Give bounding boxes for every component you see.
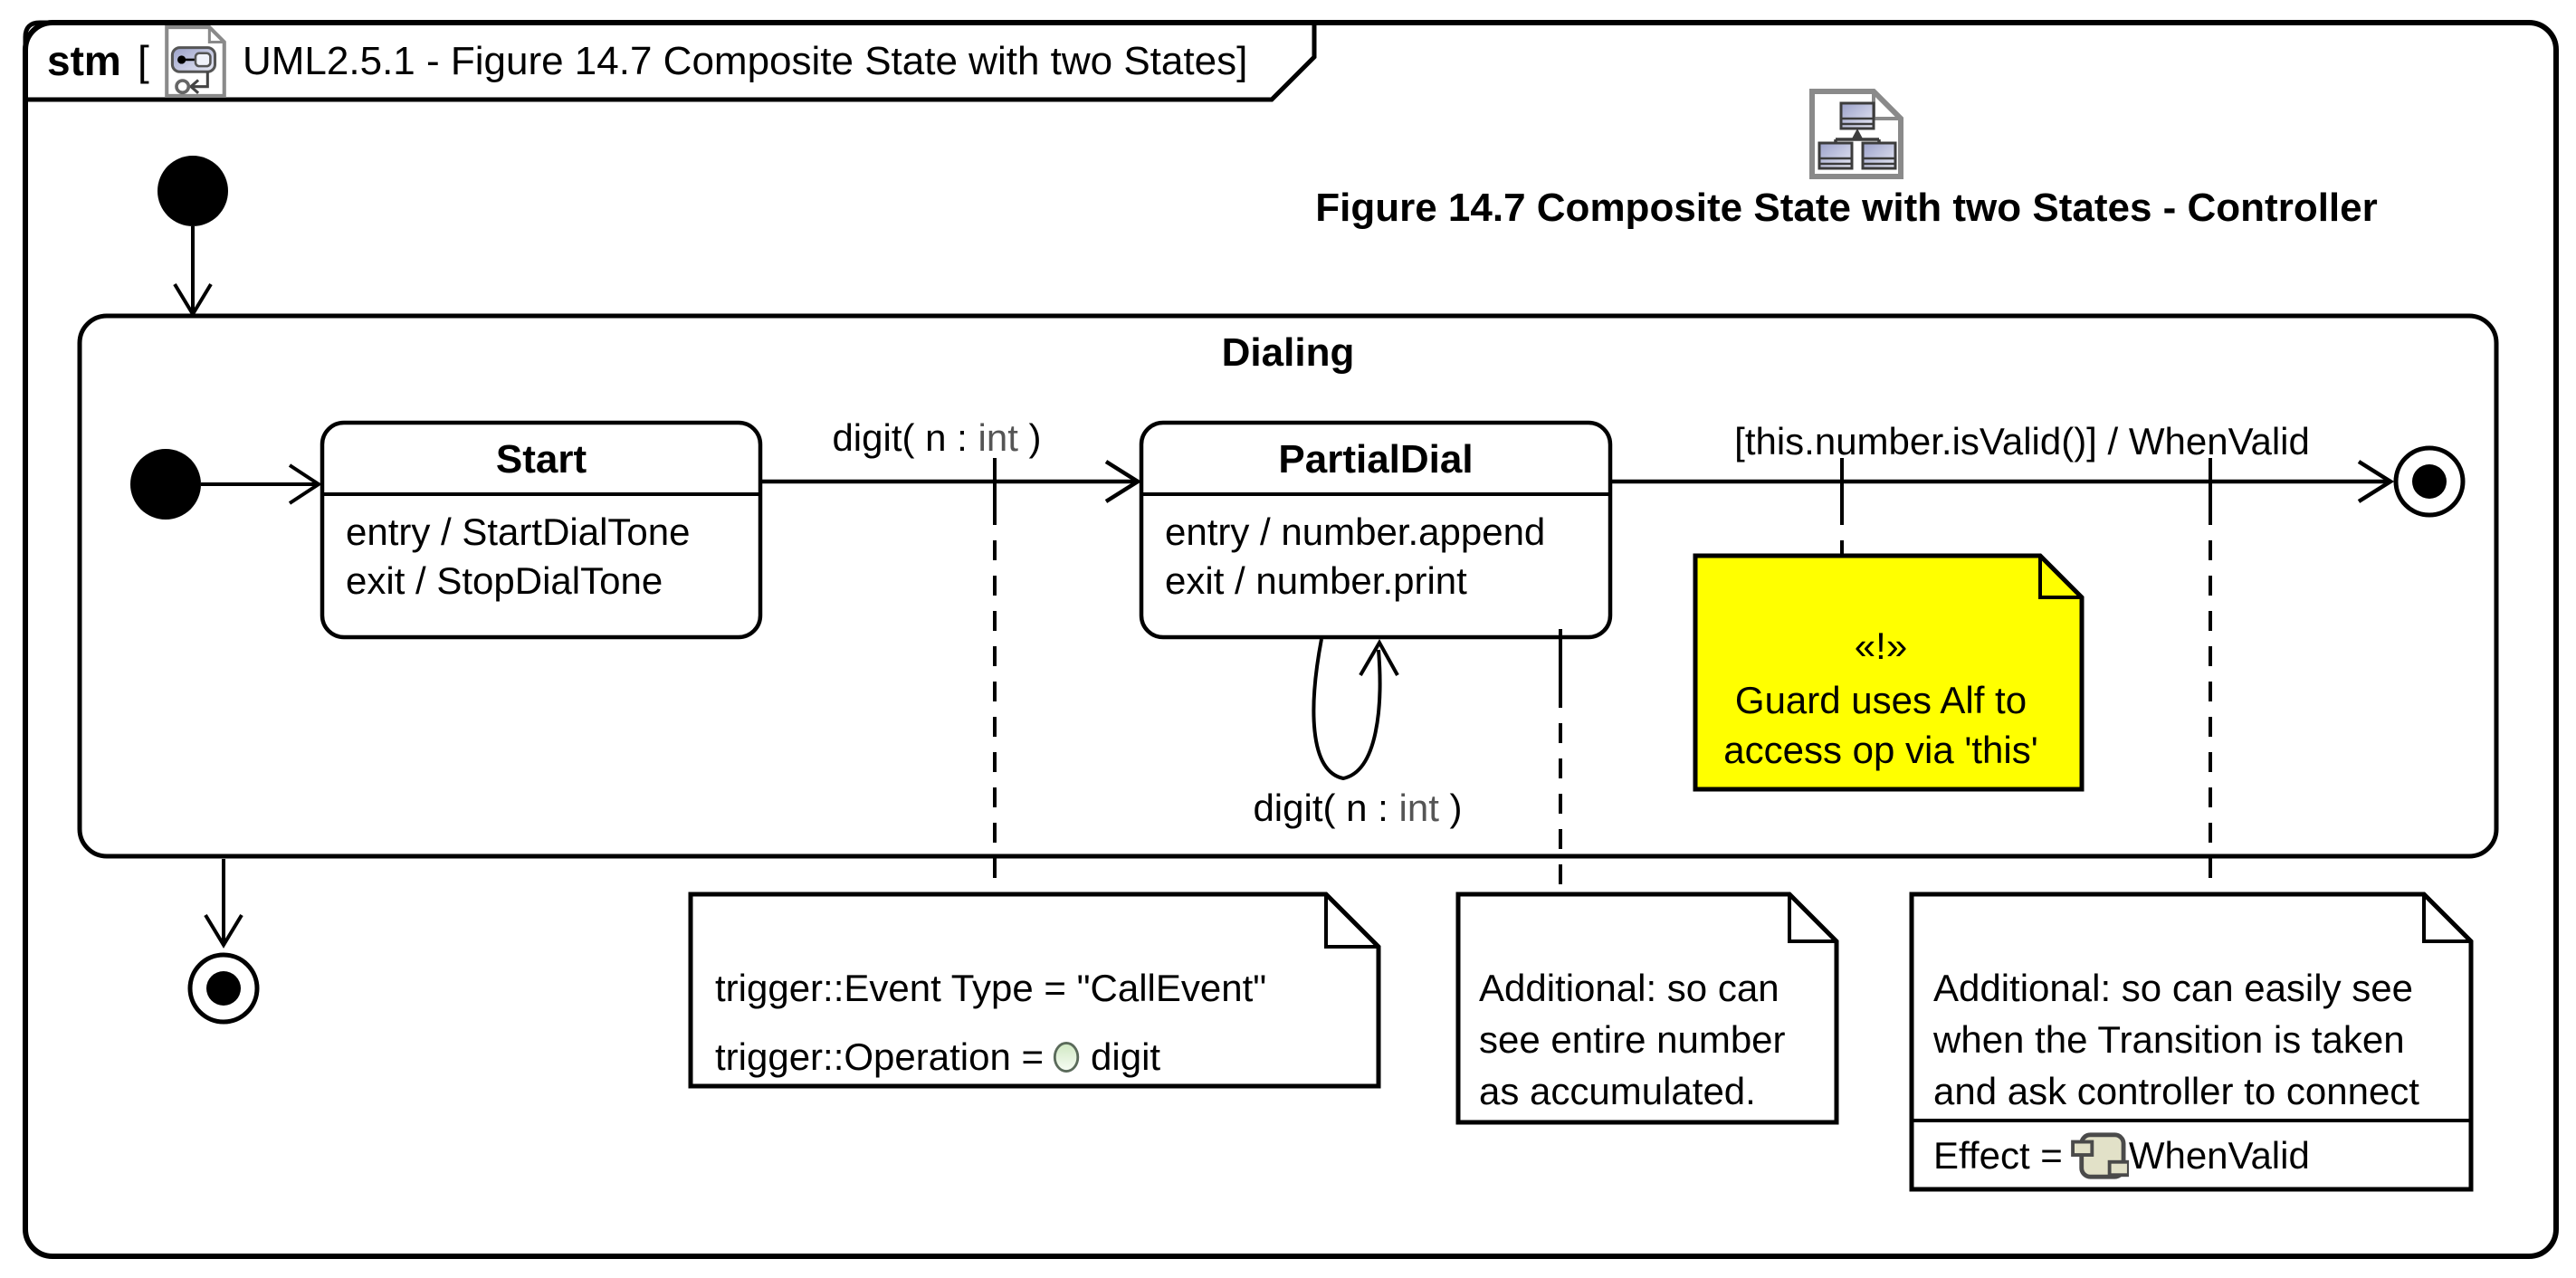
note-accumulated[interactable] [1455, 892, 1839, 1125]
note-accumulated-line2: see entire number [1479, 1018, 1786, 1061]
frame-tab-keyword: stm [47, 37, 121, 84]
note-trigger-operation-label: trigger::Operation = [715, 1035, 1045, 1078]
final-state-inner-dot [2412, 464, 2447, 499]
frame-tab-bracket: [ [138, 37, 149, 84]
note-fold-icon [2422, 894, 2471, 943]
state-start-entry: entry / StartDialTone [346, 510, 691, 553]
digit-label-prefix: digit( n : [832, 416, 978, 459]
note-fold-icon [1324, 894, 1379, 949]
arrowhead-down-icon [204, 913, 243, 949]
note-accumulated-line1: Additional: so can [1479, 967, 1779, 1009]
transition-label-digit[interactable]: digit( n : int ) [832, 416, 1041, 460]
note-trigger-line1: trigger::Event Type = "CallEvent" [715, 967, 1267, 1009]
note-effect-value: WhenValid [2128, 1134, 2310, 1177]
note-trigger-line2: trigger::Operation = digit [715, 1035, 1160, 1079]
state-start-exit: exit / StopDialTone [346, 559, 663, 602]
note-guard-line2: access op via 'this' [1723, 729, 2038, 771]
state-partialdial-exit: exit / number.print [1165, 559, 1467, 602]
note-trigger-operation-value: digit [1091, 1035, 1161, 1078]
arrowhead-up-icon [1359, 638, 1399, 677]
arrowhead-right-icon [2357, 460, 2395, 503]
note-effect-line3: and ask controller to connect [1933, 1070, 2419, 1112]
initial-pseudostate-inner[interactable] [130, 449, 201, 520]
state-partialdial-title[interactable]: PartialDial [1278, 437, 1474, 482]
state-start[interactable] [320, 420, 763, 640]
note-fold-icon [1788, 894, 1837, 943]
state-partialdial[interactable] [1139, 420, 1613, 640]
diagram-frame [23, 20, 2559, 1259]
note-effect-line1: Additional: so can easily see [1933, 967, 2413, 1009]
note-accumulated-line3: as accumulated. [1479, 1070, 1756, 1112]
note-effect[interactable] [1909, 892, 2474, 1192]
note-guard[interactable] [1693, 553, 2085, 792]
class-diagram-icon [1809, 89, 1903, 179]
state-machine-diagram-icon [165, 25, 226, 98]
state-start-title[interactable]: Start [495, 437, 587, 482]
note-fold-icon [2038, 556, 2082, 599]
initial-pseudostate-top[interactable] [157, 156, 228, 226]
digit-label-type: int [1398, 787, 1439, 829]
transition-label-guard-effect[interactable]: [this.number.isValid()] / WhenValid [1734, 420, 2310, 463]
header-caption: Figure 14.7 Composite State with two Sta… [1315, 186, 2378, 230]
note-guard-line1: Guard uses Alf to [1734, 679, 2027, 721]
state-dialing-title[interactable]: Dialing [1221, 330, 1355, 375]
behavior-component-icon [2070, 1132, 2129, 1179]
frame-tab [23, 20, 1317, 102]
note-effect-label: Effect = [1933, 1134, 2063, 1177]
digit-label-type: int [978, 416, 1018, 459]
note-effect-row: Effect = WhenValid [1933, 1130, 2310, 1181]
final-state-outer-dot [206, 971, 241, 1006]
arrowhead-right-icon [1104, 460, 1142, 503]
note-effect-line2: when the Transition is taken [1933, 1018, 2405, 1061]
state-partialdial-entry: entry / number.append [1165, 510, 1546, 553]
transition-label-digit-self[interactable]: digit( n : int ) [1253, 787, 1462, 830]
digit-label-prefix: digit( n : [1253, 787, 1399, 829]
transition-partialdial-self[interactable] [1312, 638, 1382, 781]
digit-label-suffix: ) [1017, 416, 1042, 459]
note-guard-stereotype: «!» [1854, 625, 1908, 667]
note-trigger[interactable] [688, 892, 1381, 1089]
operation-ellipse-icon [1053, 1042, 1080, 1073]
arrowhead-right-icon [288, 463, 322, 505]
frame-tab-title: UML2.5.1 - Figure 14.7 Composite State w… [243, 39, 1248, 83]
digit-label-suffix: ) [1438, 787, 1463, 829]
